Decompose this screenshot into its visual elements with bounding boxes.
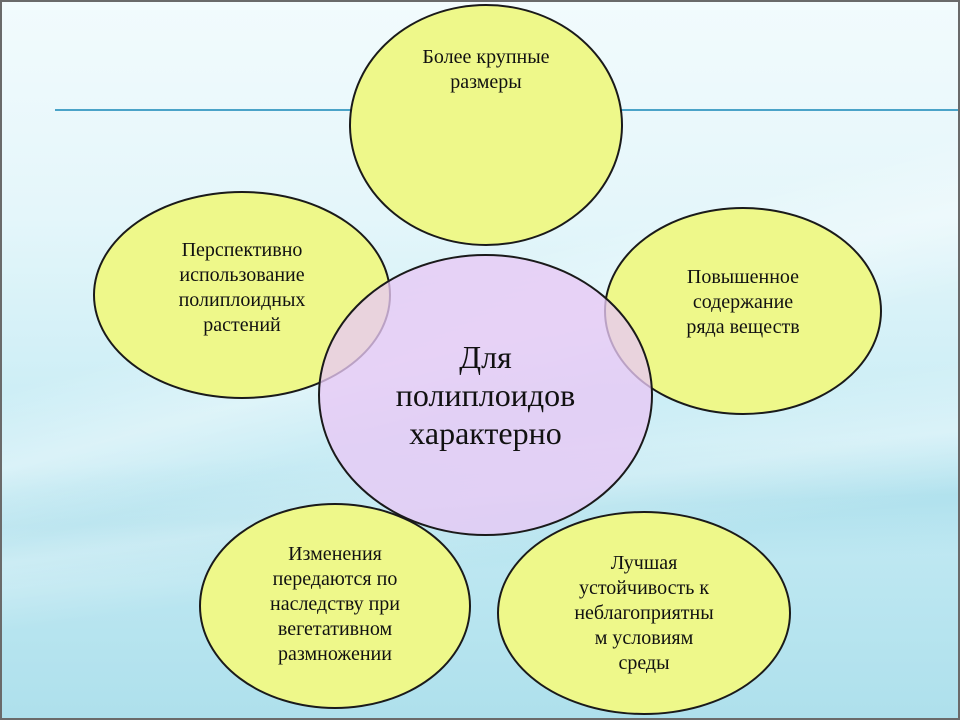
ellipse-center: Для полиплоидов характерно	[318, 254, 653, 536]
ellipse-right-label: Повышенное содержание ряда веществ	[686, 265, 800, 338]
ellipse-top: Более крупные размеры	[349, 4, 623, 246]
ellipse-bottom-right-label: Лучшая устойчивость к неблагоприятны м у…	[574, 551, 714, 674]
ellipse-bottom-left: Изменения передаются по наследству при в…	[199, 503, 471, 709]
ellipse-right: Повышенное содержание ряда веществ	[604, 207, 882, 415]
ellipse-top-label: Более крупные размеры	[422, 46, 550, 93]
ellipse-center-label: Для полиплоидов характерно	[395, 339, 576, 451]
ellipse-left-label: Перспективно использование полиплоидных …	[178, 239, 306, 336]
ellipse-bottom-right: Лучшая устойчивость к неблагоприятны м у…	[497, 511, 791, 715]
ellipse-bottom-left-label: Изменения передаются по наследству при в…	[269, 542, 400, 665]
